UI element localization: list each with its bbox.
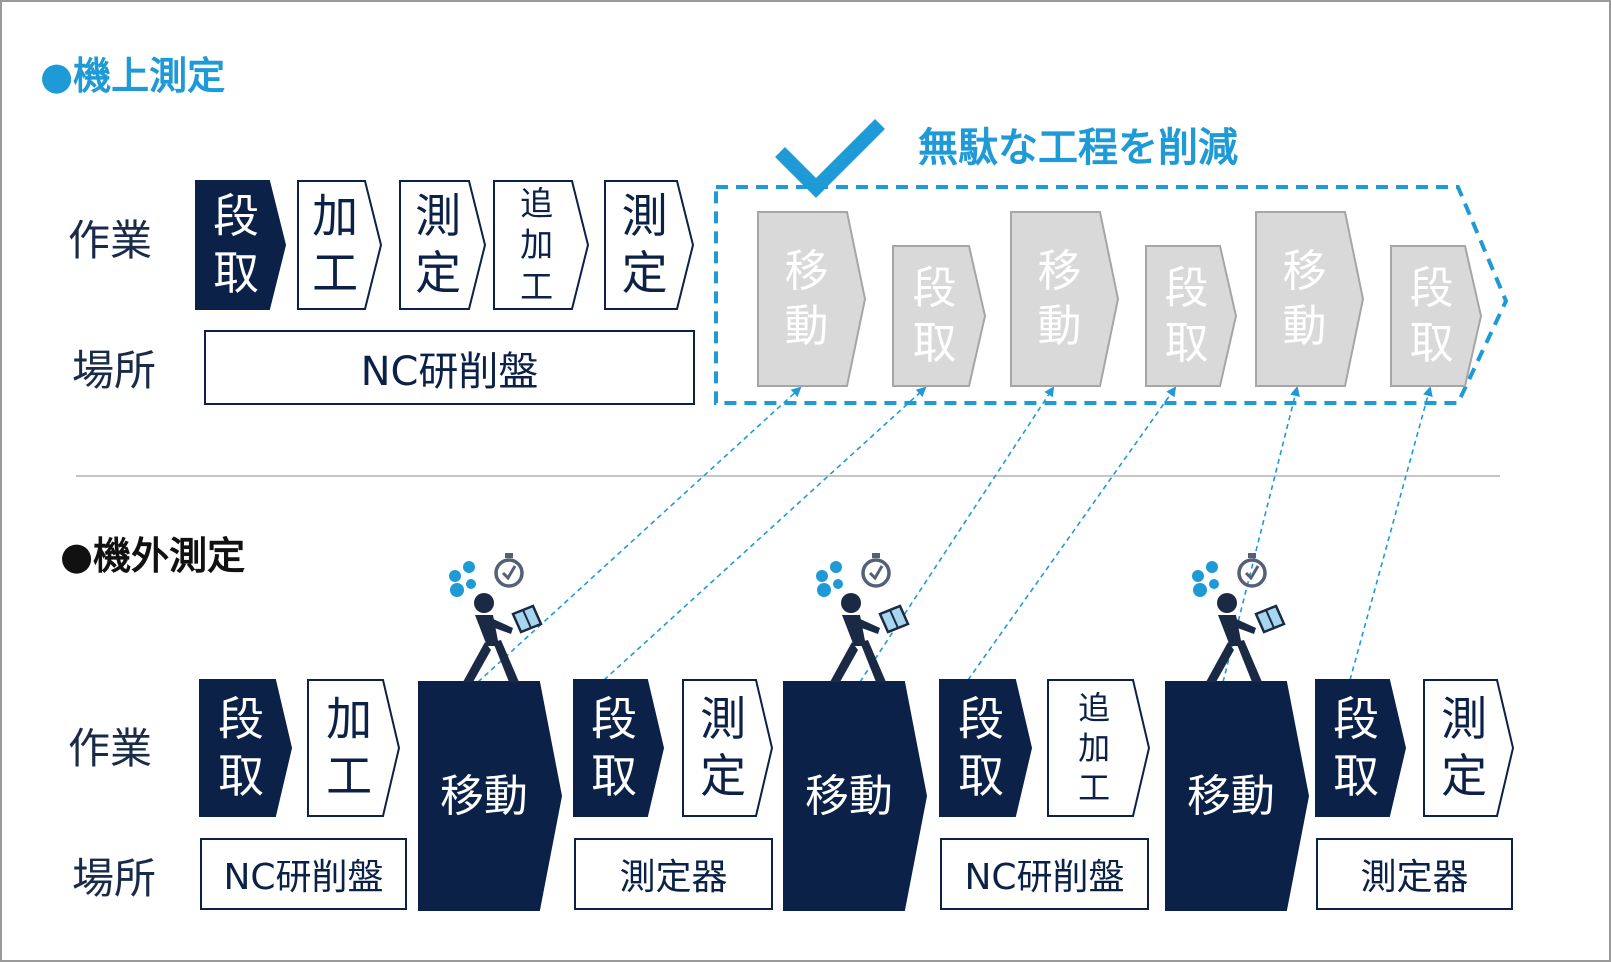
offmachine-step-9-label: 移動	[1186, 770, 1275, 822]
offmachine-place-box-4: 測定器	[1316, 838, 1513, 910]
offmachine-step-3-label: 移動	[439, 770, 528, 822]
offmachine-row-work-label: 作業	[68, 724, 153, 773]
walking-worker-with-box-icon	[449, 553, 543, 682]
reduction-connector-3	[859, 386, 1055, 683]
offmachine-step-7-shape	[939, 679, 1033, 817]
walking-person-icon	[463, 593, 519, 682]
offmachine-step-1-label: 段取	[218, 691, 265, 804]
sweat-drops-icon	[449, 561, 476, 597]
removed-step-1-shape	[757, 211, 867, 387]
onmachine-step-2-label: 加工	[312, 188, 359, 301]
stopwatch-icon	[494, 553, 524, 588]
offmachine-place-box-3: NC研削盤	[940, 838, 1149, 910]
offmachine-step-10-label: 段取	[1333, 691, 1380, 804]
offmachine-place-label: 測定器	[1360, 857, 1469, 898]
removed-step-2-label: 段取	[912, 263, 957, 369]
offmachine-step-1-shape	[199, 679, 293, 817]
walking-worker-with-box-icon	[1192, 553, 1286, 682]
onmachine-row-place-label: 場所	[72, 346, 157, 395]
offmachine-row-place-label: 場所	[72, 854, 157, 903]
reduction-connector-6	[1349, 386, 1433, 681]
removed-step-3-label: 移動	[1037, 246, 1082, 352]
offmachine-step-6-label: 移動	[804, 770, 893, 822]
box-icon	[1254, 604, 1286, 634]
onmachine-step-1-shape	[195, 180, 287, 310]
walking-person-icon	[830, 593, 886, 682]
onmachine-step-1-label: 段取	[213, 188, 260, 301]
stopwatch-icon	[1237, 553, 1267, 588]
onmachine-step-3-shape	[399, 180, 487, 310]
removed-step-6-label: 段取	[1409, 263, 1454, 369]
onmachine-step-2-shape	[297, 180, 383, 310]
offmachine-step-2-label: 加工	[326, 691, 373, 804]
offmachine-step-2-shape	[307, 679, 401, 817]
reduction-connector-5	[1222, 386, 1300, 683]
onmachine-place-label: NC研削盤	[360, 348, 539, 395]
offmachine-step-4-shape	[573, 679, 665, 817]
removed-step-3-shape	[1010, 211, 1120, 387]
reduction-connector-1	[477, 386, 802, 683]
offmachine-step-5-shape	[682, 679, 774, 817]
stopwatch-icon	[861, 553, 891, 588]
offmachine-step-4-label: 段取	[591, 691, 638, 804]
sweat-drops-icon	[816, 561, 843, 597]
reduction-connector-2	[603, 386, 927, 681]
onmachine-title: ●機上測定	[40, 54, 226, 98]
offmachine-place-label: 測定器	[619, 857, 728, 898]
offmachine-step-11-label: 測定	[1441, 691, 1488, 804]
offmachine-step-11-shape	[1423, 679, 1515, 817]
offmachine-title: ●機外測定	[60, 534, 246, 578]
onmachine-row-work-label: 作業	[68, 216, 153, 265]
removed-step-5-label: 移動	[1282, 246, 1327, 352]
box-icon	[511, 604, 543, 634]
reduction-label: 無駄な工程を削減	[918, 125, 1238, 171]
removed-step-4-shape	[1145, 245, 1238, 387]
offmachine-step-10-shape	[1315, 679, 1407, 817]
onmachine-step-4-label: 追加工	[520, 184, 554, 306]
onmachine-step-4-shape	[493, 180, 590, 310]
offmachine-place-label: NC研削盤	[964, 857, 1125, 898]
connector-lines	[477, 386, 1433, 683]
offmachine-place-box-1: NC研削盤	[200, 838, 407, 910]
offmachine-step-7-label: 段取	[958, 691, 1005, 804]
offmachine-place-label: NC研削盤	[223, 857, 384, 898]
reduction-connector-4	[967, 386, 1177, 681]
walking-person-icon	[1206, 593, 1262, 682]
walking-worker-with-box-icon	[816, 553, 910, 682]
removed-step-6-shape	[1390, 245, 1483, 387]
removed-step-5-shape	[1255, 211, 1365, 387]
check-icon	[775, 119, 885, 198]
onmachine-step-5-label: 測定	[621, 188, 668, 301]
sweat-drops-icon	[1192, 561, 1219, 597]
removed-step-1-label: 移動	[784, 246, 829, 352]
offmachine-step-8-label: 追加工	[1078, 689, 1111, 807]
onmachine-step-3-label: 測定	[415, 188, 462, 301]
onmachine-place-box: NC研削盤	[204, 330, 695, 405]
offmachine-step-5-label: 測定	[700, 691, 747, 804]
removed-step-2-shape	[892, 245, 987, 387]
offmachine-step-9-shape	[1165, 681, 1310, 911]
box-icon	[878, 604, 910, 634]
step-shapes	[195, 180, 1515, 911]
removed-steps-boundary	[714, 185, 1509, 405]
offmachine-place-box-2: 測定器	[574, 838, 773, 910]
offmachine-step-8-shape	[1047, 679, 1151, 817]
removed-step-4-label: 段取	[1164, 263, 1209, 369]
onmachine-step-5-shape	[604, 180, 695, 310]
